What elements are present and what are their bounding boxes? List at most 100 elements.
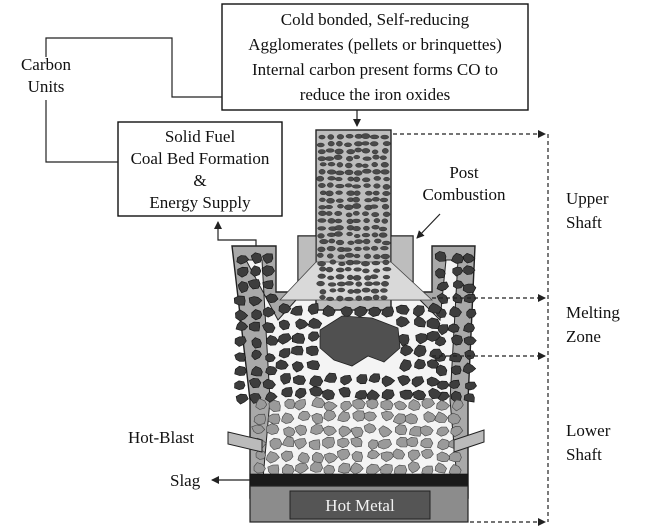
coal-lump xyxy=(451,252,464,264)
carbon-to-top-connector xyxy=(45,37,222,98)
coal-lump xyxy=(380,451,395,462)
coal-lump xyxy=(380,410,395,422)
pellet xyxy=(354,147,362,153)
coal-lump xyxy=(427,302,442,314)
pellet xyxy=(334,218,343,224)
pellet xyxy=(352,184,362,189)
post-combustion-line-1: Post xyxy=(449,163,479,182)
pellet xyxy=(344,267,352,272)
coal-lump xyxy=(368,373,381,383)
pellet xyxy=(317,156,326,162)
coal-lump xyxy=(450,426,464,437)
coal-lump xyxy=(308,331,320,342)
coal-lump xyxy=(262,280,274,290)
pellet xyxy=(325,190,334,197)
coal-lump xyxy=(419,425,434,437)
coal-lump xyxy=(250,252,262,265)
coal-lump xyxy=(350,462,364,475)
pellet xyxy=(346,155,354,162)
coal-lump xyxy=(394,424,408,436)
pellet xyxy=(329,288,337,293)
pellet xyxy=(318,205,327,210)
coal-lump xyxy=(249,377,262,389)
coal-lump xyxy=(234,352,246,362)
coal-lump xyxy=(249,321,261,332)
pellet xyxy=(372,154,380,160)
coal-lump xyxy=(308,439,321,450)
pellet xyxy=(317,246,326,253)
furnace-body: Hot Metal xyxy=(227,129,485,523)
pellet xyxy=(372,169,381,175)
pellet xyxy=(378,226,388,232)
coal-lump xyxy=(447,412,462,425)
coal-lump xyxy=(266,335,279,346)
pellet-layer xyxy=(316,133,392,302)
pellet xyxy=(361,133,371,139)
pellet xyxy=(347,240,355,245)
coal-lump xyxy=(235,320,249,331)
pellet xyxy=(371,224,380,230)
pellet xyxy=(380,288,388,293)
coal-lump xyxy=(311,451,325,464)
coal-lump xyxy=(251,337,262,349)
pellet xyxy=(365,190,373,196)
pellet xyxy=(316,142,325,148)
pellet xyxy=(344,142,352,148)
pellet xyxy=(381,203,390,210)
pellet xyxy=(380,246,389,251)
coal-lump xyxy=(264,391,278,403)
coal-lump xyxy=(265,353,276,363)
pellet xyxy=(353,288,362,294)
coal-lump xyxy=(297,452,310,463)
coal-lump xyxy=(437,380,450,390)
coal-lump xyxy=(436,400,451,411)
coal-lump xyxy=(255,398,268,410)
coal-lump xyxy=(236,255,250,265)
coal-lump xyxy=(322,425,337,437)
pellet xyxy=(344,204,354,211)
pellet xyxy=(363,218,370,224)
coal-lump xyxy=(381,375,396,388)
coal-lump xyxy=(414,358,426,370)
coal-lump xyxy=(265,451,280,464)
pellet xyxy=(380,169,390,175)
coal-lump xyxy=(463,393,475,403)
coal-lump xyxy=(408,426,422,437)
pellet xyxy=(327,282,337,287)
pellet xyxy=(319,190,327,196)
pellet xyxy=(335,184,345,189)
coal-lump xyxy=(420,438,434,449)
coal-lump xyxy=(435,364,448,377)
pellet xyxy=(346,274,354,281)
pellet xyxy=(318,134,326,140)
pellet xyxy=(335,190,343,195)
coal-lump xyxy=(235,393,249,405)
pellet xyxy=(371,162,378,168)
pellet xyxy=(353,155,361,160)
coal-lump xyxy=(251,349,262,361)
coal-lump xyxy=(308,317,323,329)
pellet xyxy=(318,169,326,175)
pellet xyxy=(383,177,390,182)
coal-lump xyxy=(283,426,296,438)
coal-lump xyxy=(311,396,326,409)
pellet xyxy=(371,245,379,251)
top-box-line-3: Internal carbon present forms CO to xyxy=(252,60,498,79)
coal-lump xyxy=(400,344,414,357)
coal-lump xyxy=(408,399,421,411)
pellet xyxy=(354,233,361,238)
coal-lump xyxy=(397,375,411,387)
coal-lump xyxy=(324,401,338,413)
pellet xyxy=(380,253,390,260)
coal-lump xyxy=(278,303,292,314)
coal-lump xyxy=(251,424,266,435)
coal-lump xyxy=(284,398,296,409)
pellet xyxy=(362,156,372,161)
pellet xyxy=(345,212,353,218)
coal-lump xyxy=(466,308,477,319)
pellet xyxy=(379,155,387,160)
coal-lump xyxy=(436,451,451,463)
coal-lump xyxy=(265,293,279,304)
coal-lump xyxy=(436,426,450,437)
